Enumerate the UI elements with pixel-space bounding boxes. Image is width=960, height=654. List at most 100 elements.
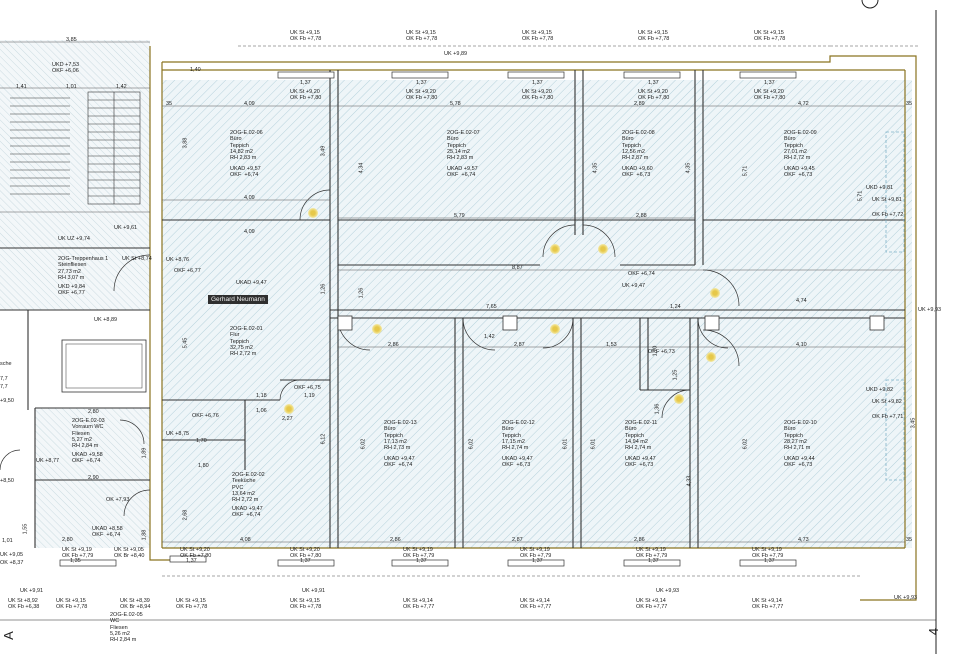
dimension: 4,10 xyxy=(796,342,807,348)
dimension: 35 xyxy=(906,101,913,107)
dimension: 2,86 xyxy=(390,537,401,543)
light-marker-icon xyxy=(706,352,716,362)
dimension: 5,78 xyxy=(450,101,461,107)
dimension: 1,37 xyxy=(300,558,311,564)
dimension: 2,86 xyxy=(388,342,399,348)
right-level-label: UK St +9,82 xyxy=(872,399,902,405)
right-level-label: UK St +9,81 xyxy=(872,197,902,203)
dimension: 4,09 xyxy=(244,195,255,201)
right-level-label: OK Fb +7,72 xyxy=(872,212,904,218)
dimension-vertical: 1,26 xyxy=(320,283,327,295)
dimension: 4,73 xyxy=(798,537,809,543)
dimension-vertical: 4,34 xyxy=(358,162,365,174)
dimension-vertical: 5,71 xyxy=(742,165,749,177)
level-mark: OKF +6,76 xyxy=(192,413,219,419)
axis-letter-right: 4 xyxy=(926,627,942,636)
dimension-vertical: 1,88 xyxy=(141,529,148,541)
dimension-lines xyxy=(0,41,905,543)
light-marker-icon xyxy=(710,288,720,298)
light-marker-icon xyxy=(372,324,382,334)
left-fragment: OK +8,37 xyxy=(0,560,24,566)
dimension: 1,37 xyxy=(300,80,311,86)
dimension: 7,65 xyxy=(486,304,497,310)
dimension: 1,40 xyxy=(190,67,201,73)
dimension: 1,80 xyxy=(198,463,209,469)
level-mark: UK St +8,74 xyxy=(122,256,152,262)
dimension-vertical: 6,12 xyxy=(320,433,327,445)
dimension: 5,79 xyxy=(454,213,465,219)
dimension: 1,37 xyxy=(186,558,197,564)
dimension-vertical: 6,01 xyxy=(590,438,597,450)
occupant-name-tag: Gerhard Neumann xyxy=(208,295,268,304)
dimension: 1,37 xyxy=(648,80,659,86)
dimension: 8,87 xyxy=(512,265,523,271)
dimension: 2,89 xyxy=(634,101,645,107)
dimension: 1,24 xyxy=(670,304,681,310)
left-fragment: +9,50 xyxy=(0,398,14,404)
level-mark: UK +9,47 xyxy=(622,283,646,289)
dimension: 1,18 xyxy=(256,393,267,399)
dimension: 1,19 xyxy=(304,393,315,399)
light-marker-icon xyxy=(284,404,294,414)
level-mark: UK +9,89 xyxy=(444,51,468,57)
dimension: 1,37 xyxy=(764,80,775,86)
left-fragment: sche xyxy=(0,361,12,367)
dimension: 4,09 xyxy=(244,101,255,107)
level-mark: OK +7,93 xyxy=(106,497,130,503)
stair-flight xyxy=(10,91,141,205)
dimension: 4,08 xyxy=(240,537,251,543)
left-fragment: 1,01 xyxy=(2,538,13,544)
level-mark: OKF +6,73 xyxy=(648,349,675,355)
dimension: 2,80 xyxy=(88,409,99,415)
dimension: 1,37 xyxy=(416,80,427,86)
dimension-vertical: 6,02 xyxy=(360,438,367,450)
right-level-label: UKD +9,81 xyxy=(866,185,894,191)
dimension: 4,74 xyxy=(796,298,807,304)
elevator-box xyxy=(61,339,147,393)
dimension: 35 xyxy=(166,101,173,107)
level-mark: UKAD +9,47 xyxy=(236,280,267,286)
dimension: 1,06 xyxy=(256,408,267,414)
dimension: 2,80 xyxy=(62,537,73,543)
dimension-vertical: 1,89 xyxy=(141,447,148,459)
dimension: 35 xyxy=(906,537,913,543)
light-marker-icon xyxy=(598,244,608,254)
dimension: 1,37 xyxy=(416,558,427,564)
dimension: 4,09 xyxy=(244,229,255,235)
axis-letter-left: A xyxy=(0,631,16,640)
dimension: 2,88 xyxy=(636,213,647,219)
right-level-label: UKD +9,82 xyxy=(866,387,894,393)
light-marker-icon xyxy=(308,208,318,218)
dimension-vertical: 4,33 xyxy=(686,475,693,487)
dimension: 2,87 xyxy=(514,342,525,348)
dimension: 1,53 xyxy=(606,342,617,348)
exterior-walls xyxy=(149,46,917,601)
dimension-vertical: 1,26 xyxy=(358,287,365,299)
dimension-vertical: 6,01 xyxy=(562,438,569,450)
dimension: 1,70 xyxy=(196,438,207,444)
windows-top xyxy=(277,71,797,79)
dimension: 1,42 xyxy=(484,334,495,340)
